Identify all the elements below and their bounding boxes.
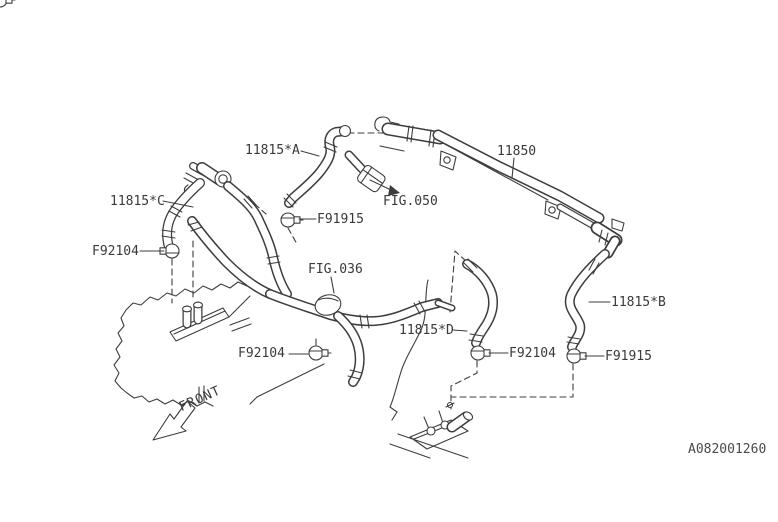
clamp-f91915-upper-icon [280,212,304,228]
part-label-f92104-right[interactable]: F92104 [509,346,556,361]
engine-block-outline [113,281,325,407]
engine-contour-right [389,279,429,421]
hose-11815c [161,178,205,252]
part-label-11815-a[interactable]: 11815*A [245,143,300,158]
clamps [0,0,590,364]
part-label-f91915-upper[interactable]: F91915 [317,212,364,227]
part-label-f92104-left[interactable]: F92104 [92,244,139,259]
valve-cover [169,295,251,342]
hose-11815a [283,124,352,208]
part-label-11815-b[interactable]: 11815*B [611,295,666,310]
fig036-boss [314,294,342,316]
part-label-11815-d[interactable]: 11815*D [399,323,454,338]
leader-lines [139,150,611,357]
drawing-number: A082001260 [688,442,767,457]
pcv-pipe-11850 [374,116,625,259]
part-label-11815-c[interactable]: 11815*C [110,194,165,209]
hose-11815d [462,258,498,348]
part-label-f91915-lower[interactable]: F91915 [605,349,652,364]
front-arrow [152,400,196,441]
clamp-f92104-center-icon [308,345,332,361]
fig050-arrow [369,179,400,196]
figure-ref-050[interactable]: FIG.050 [383,194,438,209]
fig050-connector [344,150,386,193]
part-label-f92104-center[interactable]: F92104 [238,346,285,361]
part-label-11850[interactable]: 11850 [497,144,537,159]
figure-ref-036[interactable]: FIG.036 [308,262,363,277]
center-hose-assembly [187,150,456,387]
intake-manifold-sketch [389,401,474,459]
hose-11815b [564,249,610,352]
